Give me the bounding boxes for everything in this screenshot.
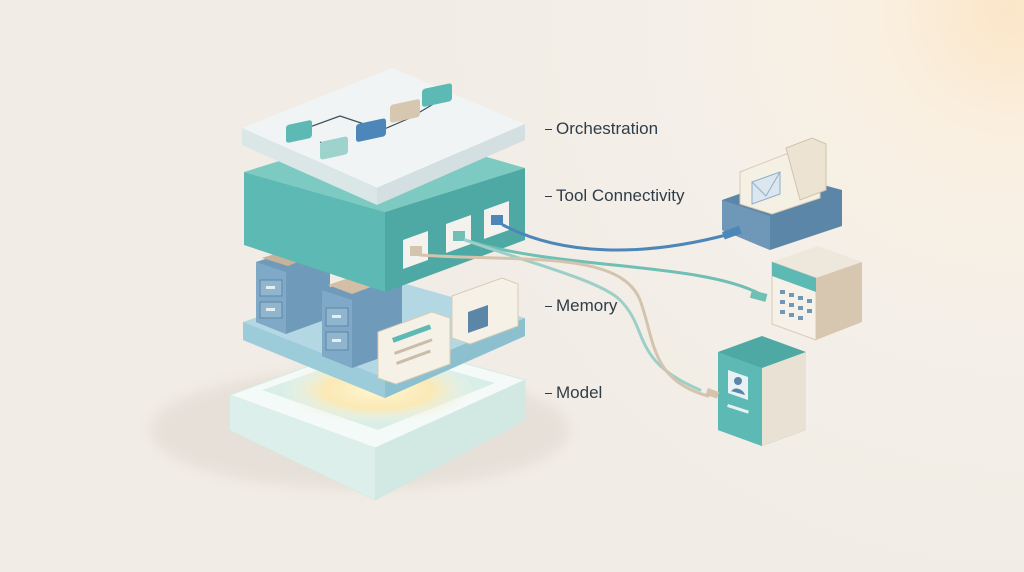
layer-label-model: Model — [545, 382, 602, 404]
mail-inbox-icon — [722, 137, 842, 250]
layer-label-text: Orchestration — [556, 119, 659, 138]
label-leader-line — [545, 128, 552, 130]
layer-label-memory: Memory — [545, 295, 617, 317]
layer-label-text: Model — [556, 383, 603, 402]
calendar-icon — [749, 246, 862, 341]
index-card-icon — [377, 311, 451, 385]
layer-label-text: Tool Connectivity — [556, 186, 685, 205]
ports-icon — [403, 201, 509, 269]
cables — [418, 223, 762, 398]
memory-layer — [243, 246, 525, 398]
layer-label-orchestration: Orchestration — [545, 118, 658, 140]
contact-folder-icon — [705, 336, 806, 446]
orchestration-layer — [242, 68, 525, 205]
index-card-icon — [451, 277, 519, 345]
label-leader-line — [545, 305, 552, 307]
flowchart-icon — [286, 83, 452, 160]
label-leader-line — [545, 195, 552, 197]
layer-label-tool-connectivity: Tool Connectivity — [545, 185, 685, 207]
layer-label-text: Memory — [556, 296, 618, 315]
label-leader-line — [545, 392, 552, 394]
